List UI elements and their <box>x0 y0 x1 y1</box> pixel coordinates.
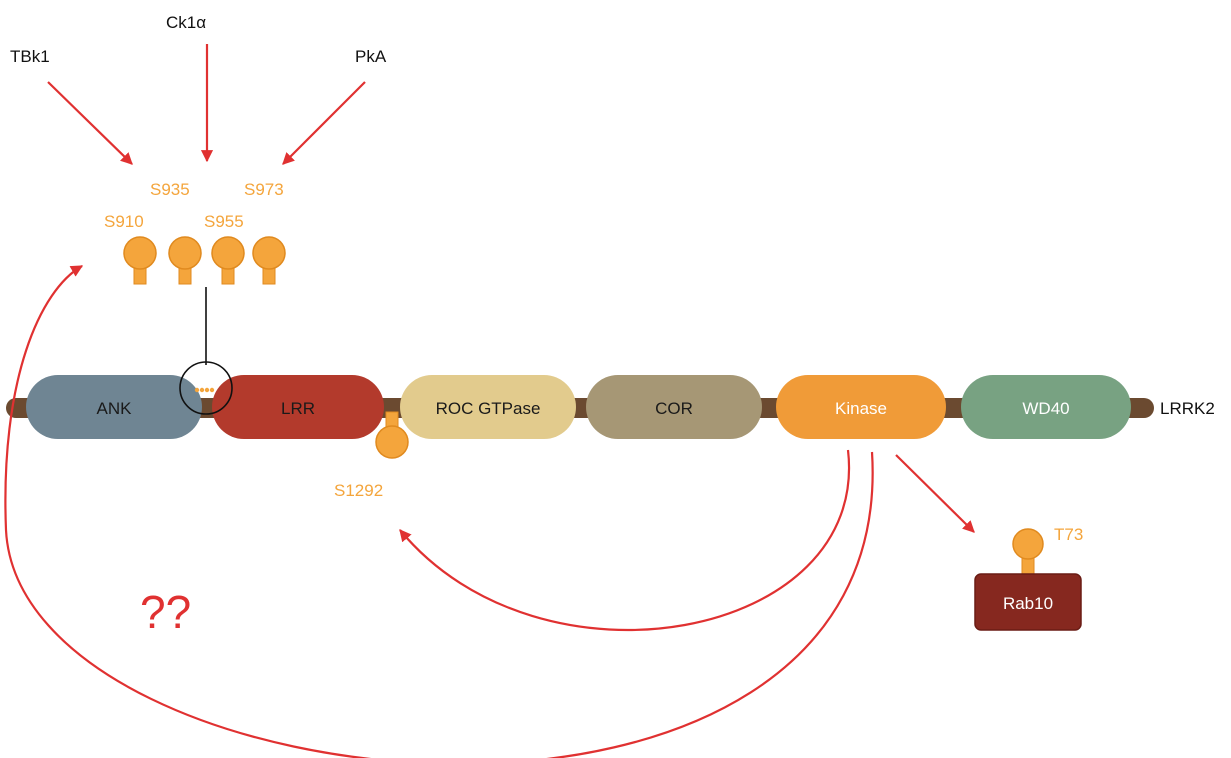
rab10-phosphorylation-arrow <box>895 454 975 533</box>
phospho-lollipop-s935 <box>168 236 202 285</box>
rab10-label: Rab10 <box>1003 594 1053 613</box>
t73-label: T73 <box>1054 525 1083 544</box>
protein-name-label: LRRK2 <box>1160 399 1215 418</box>
s1292-label: S1292 <box>334 481 383 500</box>
domain-roc-gtpase <box>400 375 576 439</box>
domain-cor-label: COR <box>655 399 693 418</box>
domain-wd40-label: WD40 <box>1022 399 1069 418</box>
s955-label: S955 <box>204 212 244 231</box>
s910-label: S910 <box>104 212 144 231</box>
phospho-lollipop-s910 <box>123 236 157 285</box>
domain-kinase-label: Kinase <box>835 399 887 418</box>
phospho-lollipop-t73 <box>1012 528 1044 575</box>
unknown-regulation-arrow <box>4 265 874 758</box>
pka-label: PkA <box>355 47 387 66</box>
autophosphorylation-arrow <box>399 449 851 632</box>
domain-ank <box>26 375 202 439</box>
pka-arrow <box>282 81 366 165</box>
unknown-mark: ?? <box>140 586 191 638</box>
zoom-circle <box>179 361 233 415</box>
domain-kinase <box>776 375 946 439</box>
domain-lrr <box>212 375 384 439</box>
domain-wd40 <box>961 375 1131 439</box>
s973-label: S973 <box>244 180 284 199</box>
ck1a-label: Ck1α <box>166 13 206 32</box>
phospho-cluster <box>123 236 286 285</box>
domain-cor <box>586 375 762 439</box>
rab10-box <box>974 573 1082 631</box>
tbk1-label: TBk1 <box>10 47 50 66</box>
domain-ank-label: ANK <box>97 399 133 418</box>
domain-roc-label: ROC GTPase <box>436 399 541 418</box>
tbk1-arrow <box>47 81 133 165</box>
phospho-lollipop-s973 <box>252 236 286 285</box>
phospho-lollipop-s955 <box>211 236 245 285</box>
domain-lrr-label: LRR <box>281 399 315 418</box>
phospho-lollipop-s1292 <box>375 411 409 459</box>
s935-label: S935 <box>150 180 190 199</box>
